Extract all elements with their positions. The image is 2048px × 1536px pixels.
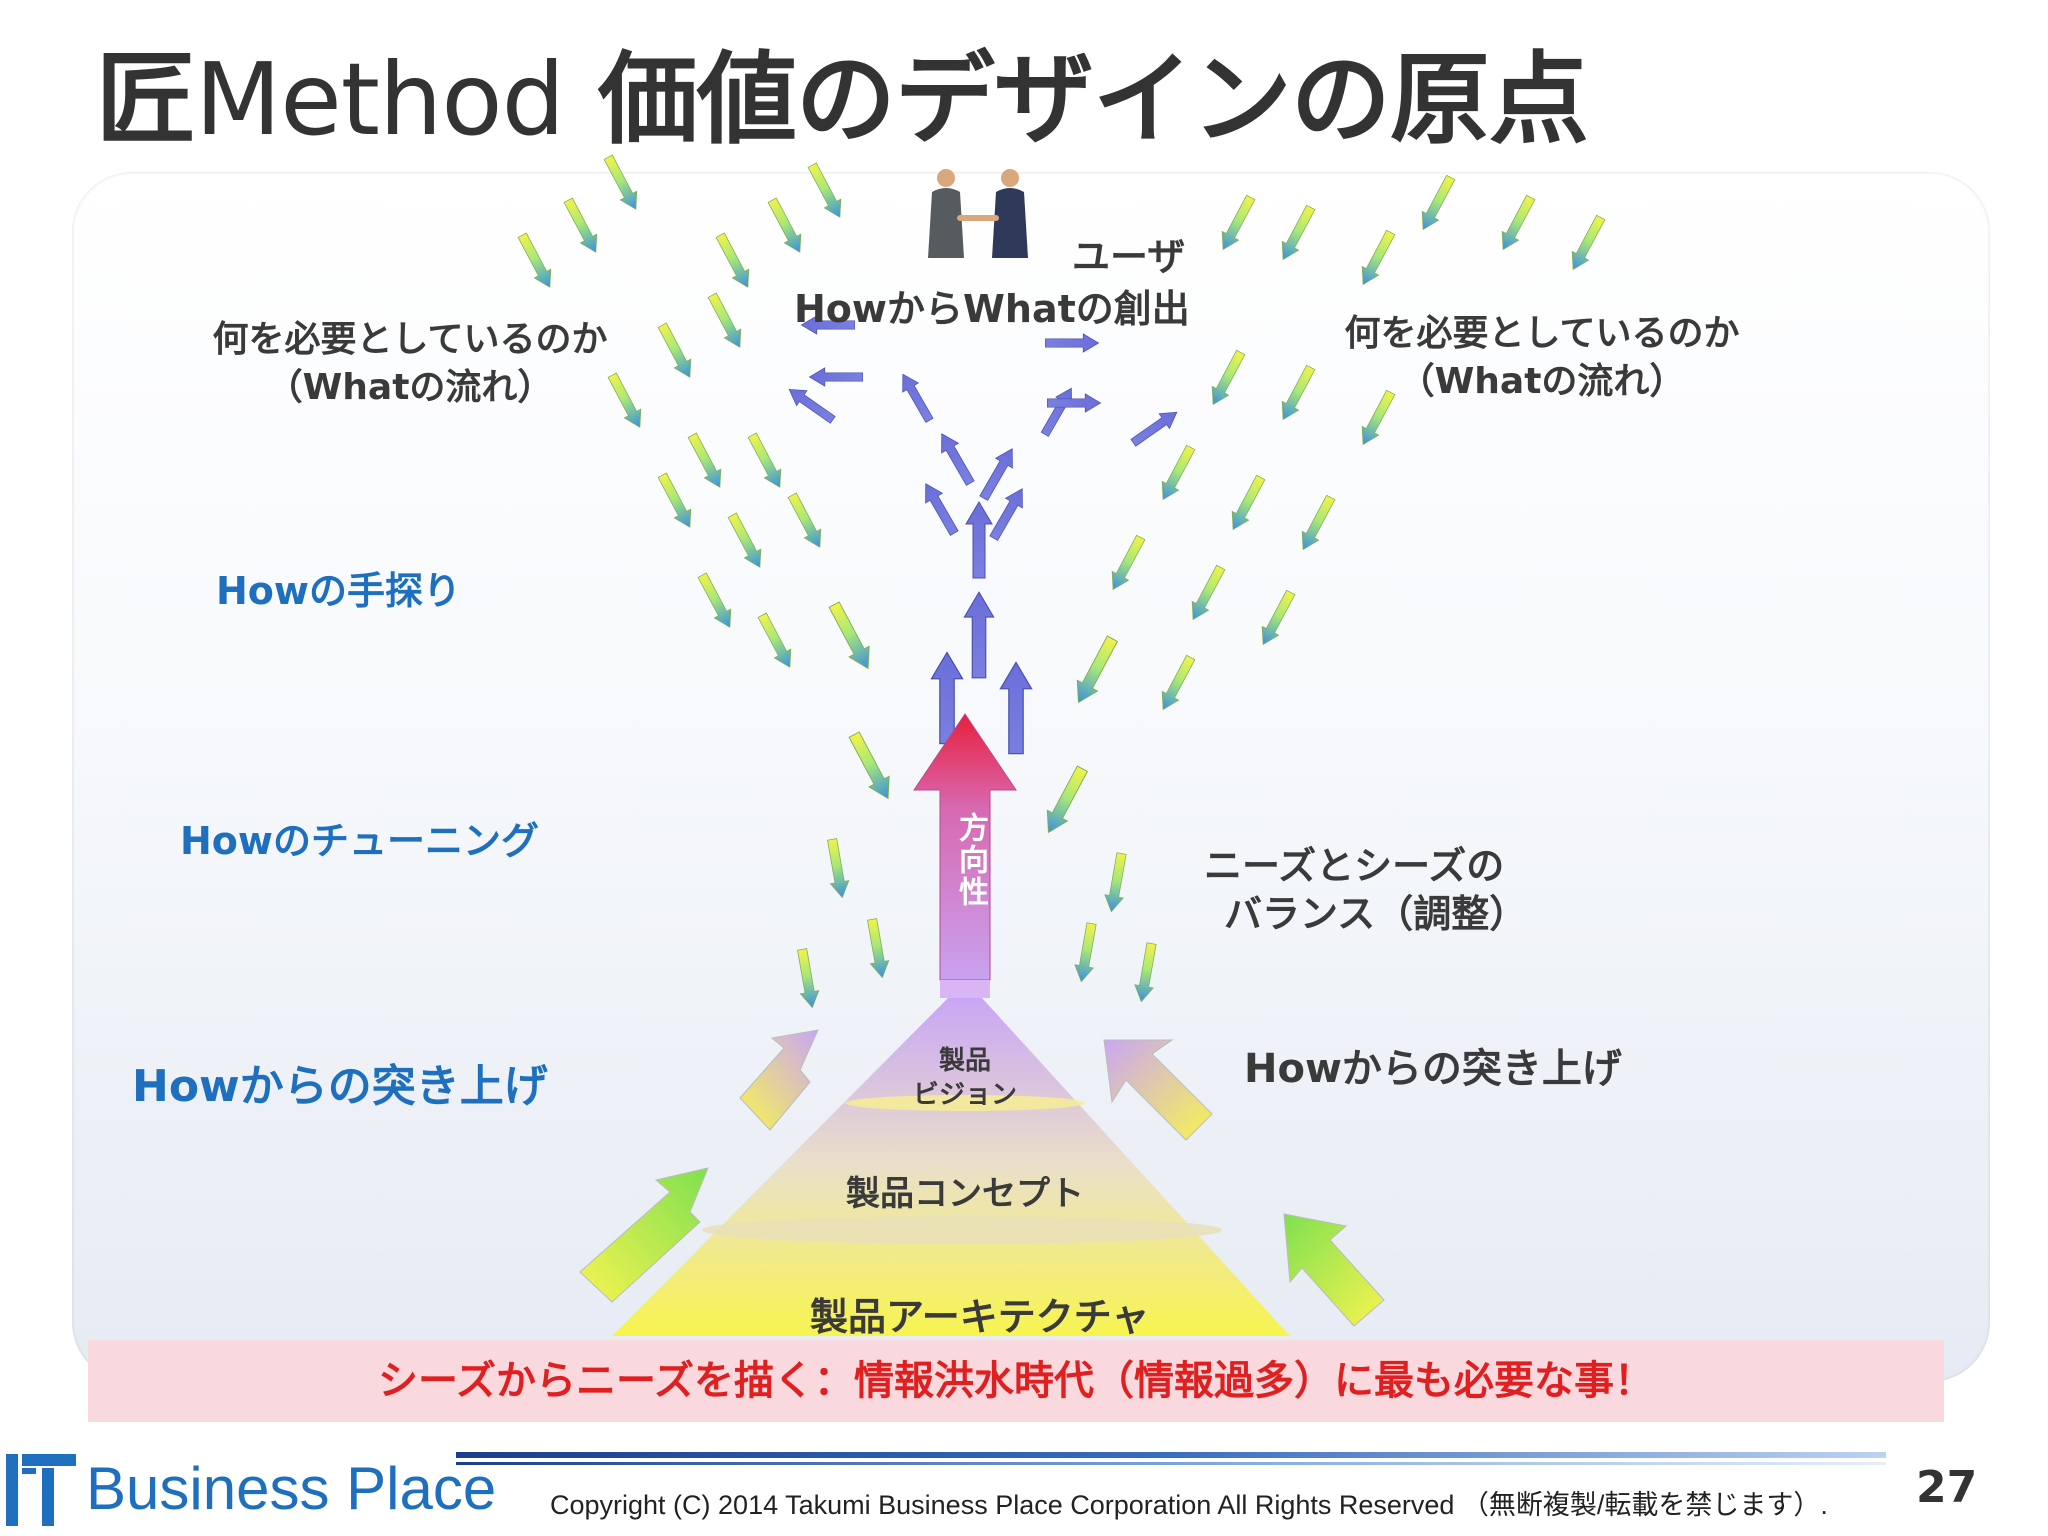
handshake-users-icon — [928, 169, 1028, 258]
architecture-label: 製品アーキテクチャ — [810, 1295, 1150, 1339]
how-to-what-label: HowからWhatの創出 — [794, 287, 1190, 331]
title-rest: 価値のデザインの原点 — [597, 41, 1589, 158]
vision-label: 製品 ビジョン — [900, 1044, 1030, 1112]
footer-rule — [456, 1452, 1886, 1458]
what-flow-left-label: 何を必要としているのか （Whatの流れ） — [190, 316, 630, 412]
how-tuning-label: Howのチューニング — [180, 819, 540, 863]
what-flow-right-line1: 何を必要としているのか — [1344, 313, 1740, 354]
what-flow-right-line2: （Whatの流れ） — [1398, 361, 1686, 402]
business-place-logo-icon — [6, 1454, 76, 1526]
needs-seeds-label: ニーズとシーズの バランス（調整） — [1204, 842, 1527, 938]
product-pyramid — [612, 998, 1290, 1336]
needs-seeds-line1: ニーズとシーズの — [1204, 844, 1505, 888]
page-title: 匠Method 価値のデザインの原点 — [96, 18, 1589, 163]
how-push-right-label: Howからの突き上げ — [1244, 1046, 1622, 1092]
what-flow-left-line2: （Whatの流れ） — [266, 367, 554, 408]
how-push-left-label: Howからの突き上げ — [132, 1061, 548, 1112]
user-label: ユーザ — [1072, 235, 1186, 279]
how-arrows — [783, 315, 1183, 755]
direction-label: 方向性 — [953, 812, 988, 908]
concept-label: 製品コンセプト — [846, 1174, 1084, 1214]
key-message-banner — [88, 1340, 1944, 1422]
footer-rule-thin — [456, 1462, 1886, 1465]
business-place-logo-text: Business Place — [86, 1455, 497, 1522]
page-number: 27 — [1916, 1462, 1978, 1513]
how-search-label: Howの手探り — [216, 569, 462, 613]
key-message-text: シーズからニーズを描く：情報洪水時代（情報過多）に最も必要な事！ — [378, 1358, 1654, 1404]
vision-line2: ビジョン — [912, 1080, 1017, 1110]
title-prefix: 匠 — [96, 41, 196, 158]
what-flow-right-label: 何を必要としているのか （Whatの流れ） — [1322, 310, 1762, 406]
needs-seeds-line2: バランス（調整） — [1224, 892, 1528, 936]
vision-line1: 製品 — [938, 1046, 991, 1076]
title-method: Method — [195, 41, 565, 158]
what-flow-left-line1: 何を必要としているのか — [212, 319, 608, 360]
direction-arrow — [913, 713, 1017, 981]
copyright-text: Copyright (C) 2014 Takumi Business Place… — [550, 1490, 1828, 1520]
push-up-arrows — [579, 1029, 1385, 1327]
